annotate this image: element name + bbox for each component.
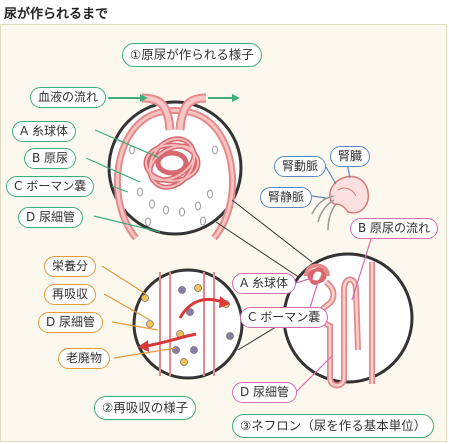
page-title: 尿が作られるまで — [4, 7, 109, 22]
filtrate-drops — [129, 145, 218, 227]
glomerulus-circle — [107, 100, 243, 236]
nephron-glomerulus — [307, 267, 327, 285]
section-2-heading: ②再吸収の様子 — [94, 396, 197, 420]
label-renal-artery: 腎動脈 — [274, 156, 327, 177]
label-bowman-capsule: C ボーマン嚢 — [6, 176, 95, 197]
label-blood-flow: 血液の流れ — [30, 87, 107, 108]
label-nephron-glomerulus: A 糸球体 — [232, 273, 297, 294]
label-renal-vein: 腎静脈 — [260, 187, 313, 208]
label-nephron-bowman: C ボーマン嚢 — [240, 307, 329, 328]
leader-lines-1 — [85, 129, 161, 233]
label-reabsorption-tubule: D 尿細管 — [38, 312, 104, 333]
label-nutrients: 栄養分 — [44, 256, 97, 277]
label-glomerulus: A 糸球体 — [12, 121, 77, 142]
label-primary-urine: B 原尿 — [24, 148, 77, 169]
section-3-heading: ③ネフロン（尿を作る基本単位） — [232, 414, 435, 438]
waste-arrow — [145, 332, 197, 348]
reabsorption-vessels — [159, 272, 215, 376]
reabsorption-arrow — [178, 297, 223, 319]
label-reabsorption: 再吸収 — [44, 284, 97, 305]
label-waste: 老廃物 — [58, 348, 111, 369]
label-kidney: 腎臓 — [330, 146, 371, 167]
leader-lines-2 — [101, 265, 177, 359]
section-1-heading: ①原尿が作られる様子 — [122, 43, 262, 67]
label-nephron-tubule: D 尿細管 — [232, 382, 298, 403]
label-urine-flow: B 原尿の流れ — [350, 218, 439, 239]
kidney-shape — [311, 175, 369, 231]
label-tubule: D 尿細管 — [18, 207, 84, 228]
